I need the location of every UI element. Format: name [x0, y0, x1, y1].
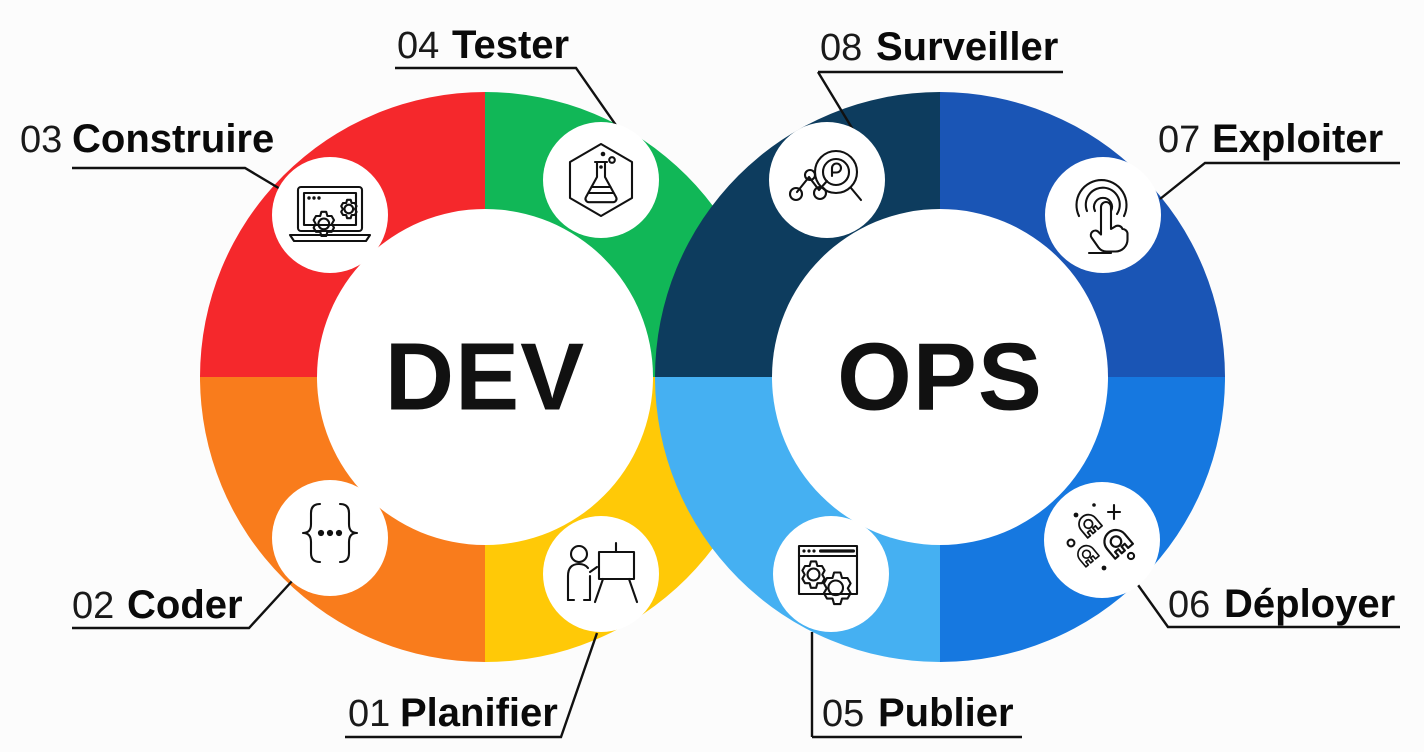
leader-line-publier — [810, 632, 1022, 739]
callout-construire-number: 03 — [20, 119, 62, 161]
callout-tester-number: 04 — [397, 25, 439, 67]
leader-line-exploiter — [1159, 161, 1400, 200]
callout-coder-label: Coder — [127, 583, 243, 627]
curly-braces-icon — [301, 502, 359, 564]
callout-exploiter-number: 07 — [1158, 119, 1200, 161]
callout-coder-number: 02 — [72, 585, 114, 627]
callout-tester-label: Tester — [452, 23, 569, 67]
flask-hexagon-icon — [568, 142, 634, 218]
callout-surveiller: 08 Surveiller — [820, 25, 1058, 69]
icon-disc-deployer[interactable] — [1044, 482, 1160, 598]
callout-planifier: 01 Planifier — [348, 691, 558, 735]
dev-core-disc — [317, 209, 653, 545]
callout-publier-number: 05 — [822, 693, 864, 735]
presentation-board-icon — [566, 541, 639, 604]
leader-line-construire — [72, 166, 293, 198]
leader-line-tester — [395, 66, 621, 132]
callout-planifier-label: Planifier — [400, 691, 558, 735]
leader-line-surveiller — [816, 70, 1063, 134]
callout-publier-label: Publier — [878, 691, 1014, 735]
dev-core-label: DEV — [385, 324, 585, 431]
leader-line-planifier — [345, 632, 599, 739]
laptop-gear-icon — [288, 185, 372, 243]
callout-exploiter: 07 Exploiter — [1158, 117, 1383, 161]
callout-exploiter-label: Exploiter — [1212, 117, 1383, 161]
callout-publier: 05 Publier — [822, 691, 1014, 735]
callout-planifier-number: 01 — [348, 693, 390, 735]
callout-deployer-label: Déployer — [1224, 582, 1395, 626]
leader-line-coder — [72, 579, 294, 630]
ops-core-disc — [772, 209, 1108, 545]
magnifier-analytics-icon — [788, 149, 863, 202]
callout-surveiller-label: Surveiller — [876, 25, 1058, 69]
callout-surveiller-number: 08 — [820, 27, 862, 69]
callout-coder: 02 Coder — [72, 583, 243, 627]
icon-disc-tester[interactable] — [543, 122, 659, 238]
icon-disc-planifier[interactable] — [543, 516, 659, 632]
callout-construire: 03 Construire — [20, 117, 274, 161]
tap-hand-signal-icon — [1075, 179, 1129, 255]
callout-deployer: 06 Déployer — [1168, 582, 1395, 626]
callout-tester: 04 Tester — [397, 23, 569, 67]
callout-construire-label: Construire — [72, 117, 274, 161]
rockets-icon — [1066, 503, 1136, 571]
ops-core-label: OPS — [837, 324, 1043, 431]
icon-disc-coder[interactable] — [272, 480, 388, 596]
callout-deployer-number: 06 — [1168, 584, 1210, 626]
leader-line-deployer — [1137, 584, 1400, 629]
icon-disc-publier[interactable] — [773, 516, 889, 632]
icon-disc-exploiter[interactable] — [1045, 157, 1161, 273]
browser-gears-icon — [797, 544, 859, 606]
